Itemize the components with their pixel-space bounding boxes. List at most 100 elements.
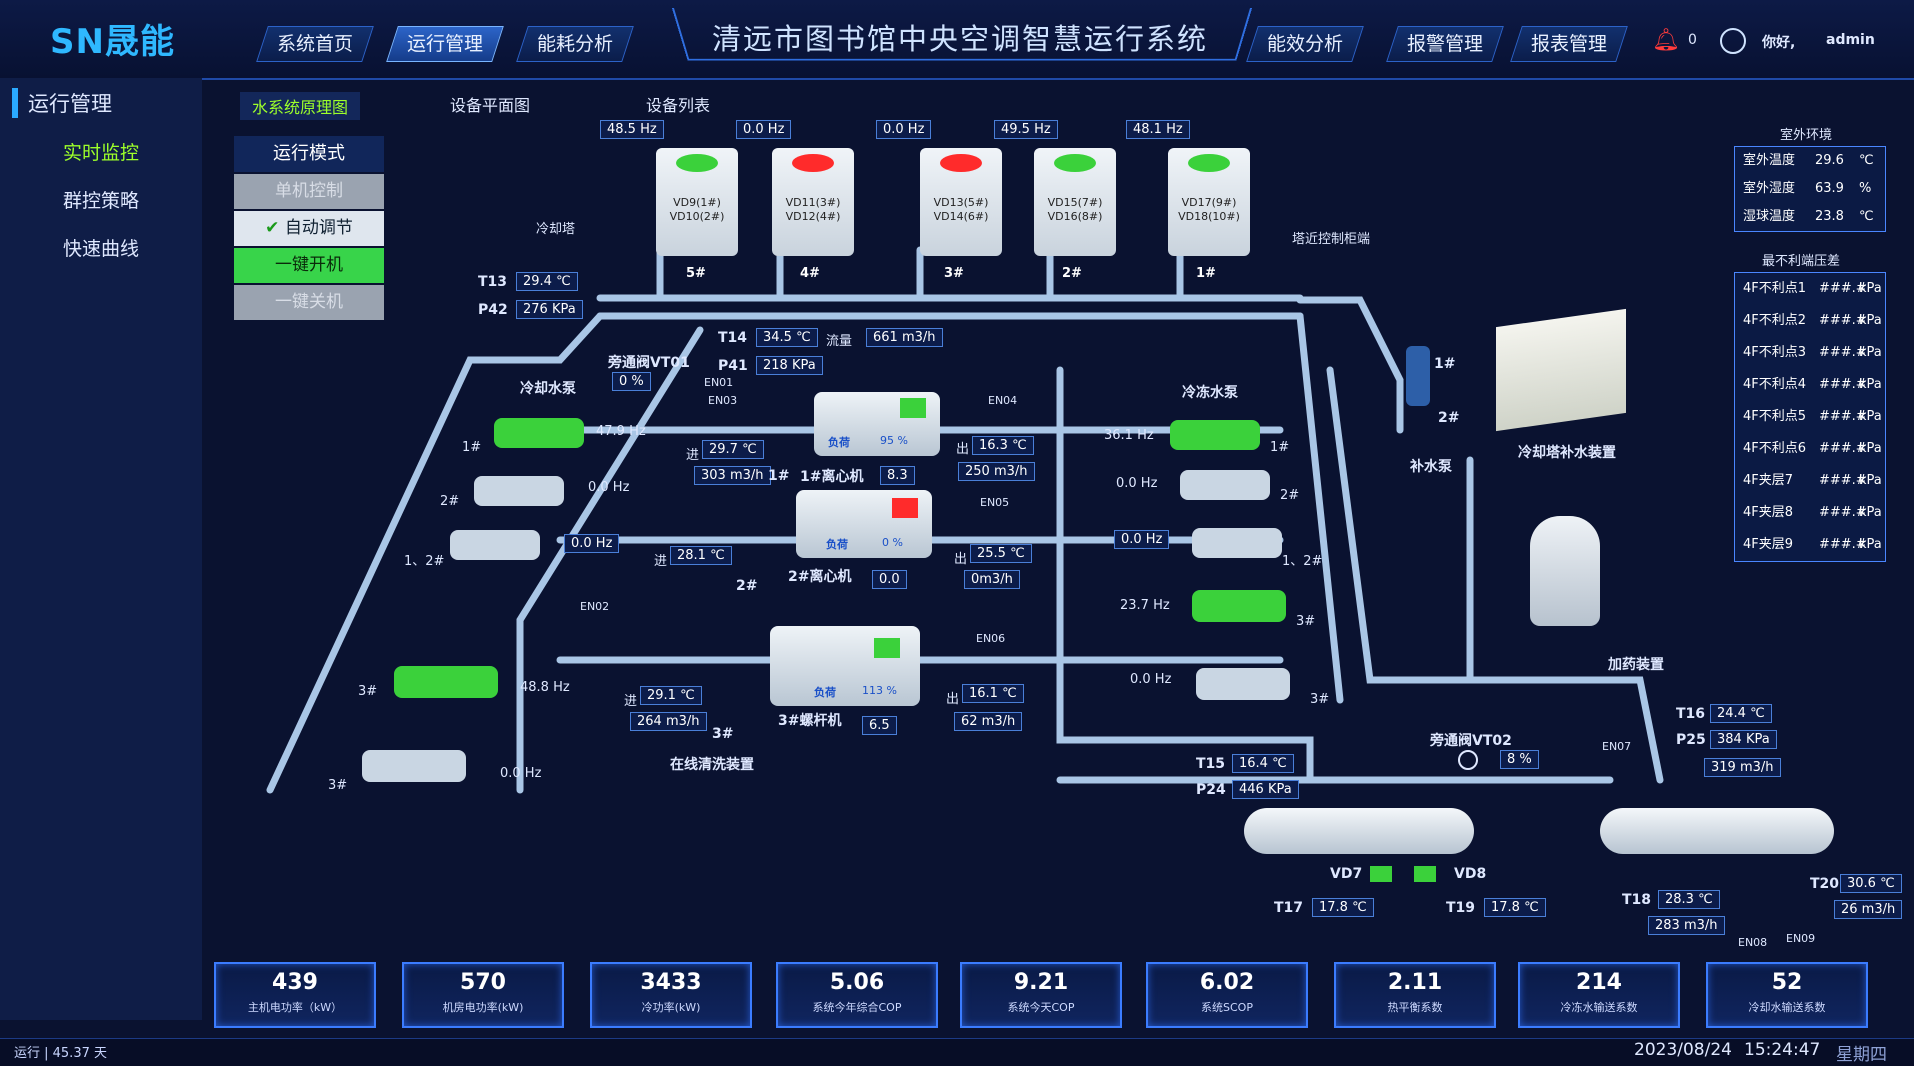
cooling-tower-3[interactable]: VD13(5#)VD14(6#) — [920, 148, 1002, 256]
logo: SN晟能 — [50, 22, 175, 62]
user-icon[interactable] — [1720, 28, 1746, 54]
valve-icon[interactable] — [1458, 750, 1478, 770]
cooling-pump-3b[interactable] — [362, 750, 466, 782]
page-title: 清远市图书馆中央空调智慧运行系统 — [711, 22, 1208, 56]
run-status: 运行 | 45.37 天 — [14, 1046, 107, 1061]
chiller-1-name: 1#离心机 — [800, 469, 864, 485]
dp-row-8: 4F夹层8###.#kPa — [1743, 505, 1882, 520]
t13-value: 29.4 ℃ — [516, 272, 578, 291]
cooling-tower-4[interactable]: VD11(3#)VD12(4#) — [772, 148, 854, 256]
t14-value: 34.5 ℃ — [756, 328, 818, 347]
cooling-pump-12[interactable] — [450, 530, 540, 560]
valve-vd7-icon[interactable] — [1370, 866, 1392, 882]
one-key-stop-button[interactable]: 一键关机 — [234, 285, 384, 320]
tab-floor-plan[interactable]: 设备平面图 — [450, 96, 531, 115]
chiller-1-out-flow: 250 m3/h — [958, 462, 1035, 481]
chilled-pump-3b[interactable] — [1196, 668, 1290, 700]
cooling-tower-5[interactable]: VD9(1#)VD10(2#) — [656, 148, 738, 256]
chilled-pump-3a[interactable] — [1192, 590, 1286, 622]
dp-title: 最不利端压差 — [1762, 254, 1841, 269]
makeup-pump-label: 补水泵 — [1410, 459, 1452, 475]
valve-vd8-icon[interactable] — [1414, 866, 1436, 882]
chiller-3[interactable]: 负荷 113 % — [770, 626, 920, 706]
en07-label: EN07 — [1602, 740, 1632, 753]
sidebar-item-curve[interactable]: 快速曲线 — [62, 238, 139, 260]
chiller-2-out-temp: 25.5 ℃ — [970, 544, 1032, 563]
makeup-pump[interactable] — [1406, 346, 1430, 406]
chilled-pump-12[interactable] — [1192, 528, 1282, 558]
chilled-pump-1[interactable] — [1170, 420, 1260, 450]
one-key-start-button[interactable]: 一键开机 — [234, 248, 384, 283]
chiller-2-in-temp: 28.1 ℃ — [670, 546, 732, 565]
en03-label: EN03 — [708, 394, 738, 407]
fan-icon — [940, 154, 982, 172]
chiller-2[interactable]: 负荷 0 % — [796, 490, 932, 558]
en05-label: EN05 — [980, 496, 1010, 509]
chilled-pump-2[interactable] — [1180, 470, 1270, 500]
p25-label: P25 — [1676, 732, 1706, 748]
username[interactable]: admin — [1826, 32, 1875, 48]
cooling-pump-1-hz: 47.9 Hz — [596, 424, 646, 439]
chiller-2-out-label: 出 — [954, 552, 968, 567]
tab-water-system[interactable]: 水系统原理图 — [240, 92, 361, 120]
cooling-pump-2-name: 2# — [440, 494, 460, 509]
chiller-1-in-flow: 303 m3/h — [694, 466, 771, 485]
en01-label: EN01 — [704, 376, 734, 389]
chiller-3-in-label: 进 — [624, 694, 638, 709]
makeup-pump-1-name: 1# — [1434, 356, 1456, 372]
p42-value: 276 KPa — [516, 300, 583, 319]
alarm-count: 0 — [1688, 32, 1697, 48]
sidebar-item-realtime[interactable]: 实时监控 — [62, 142, 139, 164]
t15-value: 16.4 ℃ — [1232, 754, 1294, 773]
time: 15:24:47 — [1744, 1040, 1821, 1060]
cooling-pump-3b-hz: 0.0 Hz — [500, 766, 542, 781]
dp-row-4: 4F不利点4###.#kPa — [1743, 377, 1882, 392]
auto-adjust-button[interactable]: ✔ 自动调节 — [234, 211, 384, 246]
cooling-tower-2[interactable]: VD15(7#)VD16(8#) — [1034, 148, 1116, 256]
t19-label: T19 — [1446, 900, 1476, 916]
t18-label: T18 — [1622, 892, 1652, 908]
t20-flow: 26 m3/h — [1834, 900, 1903, 919]
cooling-pump-1[interactable] — [494, 418, 584, 448]
bell-icon[interactable]: 🔔︎ — [1652, 28, 1680, 53]
chiller-1-in-temp: 29.7 ℃ — [702, 440, 764, 459]
bypass2-value: 8 % — [1500, 750, 1539, 769]
en06-label: EN06 — [976, 632, 1006, 645]
cooling-pump-2[interactable] — [474, 476, 564, 506]
control-cabinet-label: 塔近控制柜端 — [1292, 232, 1371, 247]
tower4-hz: 0.0 Hz — [736, 120, 792, 139]
fan-icon — [676, 154, 718, 172]
t17-value: 17.8 ℃ — [1312, 898, 1374, 917]
chilled-pump-3a-name: 3# — [1296, 614, 1316, 629]
chilled-out-flow: 319 m3/h — [1704, 758, 1781, 777]
chiller-3-in-flow: 264 m3/h — [630, 712, 707, 731]
dosing-tank[interactable] — [1530, 516, 1600, 626]
tower1-hz: 48.1 Hz — [1126, 120, 1190, 139]
chiller-1-tag: 1# — [768, 468, 790, 484]
flow-label: 流量 — [826, 334, 853, 349]
chiller-1-out-temp: 16.3 ℃ — [972, 436, 1034, 455]
chilled-pump-12-hz: 0.0 Hz — [1114, 530, 1170, 549]
fan-icon — [892, 498, 918, 518]
single-control-button[interactable]: 单机控制 — [234, 174, 384, 209]
tower5-name: 5# — [686, 266, 706, 281]
chiller-1[interactable]: 负荷 95 % — [814, 392, 940, 456]
dp-panel: 4F不利点1###.#kPa 4F不利点2###.#kPa 4F不利点3###.… — [1734, 272, 1886, 562]
sidebar-item-strategy[interactable]: 群控策略 — [62, 190, 139, 212]
makeup-tank[interactable] — [1496, 308, 1626, 432]
cooling-pump-3b-name: 3# — [328, 778, 348, 793]
run-mode-title: 运行模式 — [234, 136, 384, 172]
cooling-pump-3a[interactable] — [394, 666, 498, 698]
tower3-name: 3# — [944, 266, 964, 281]
tab-device-list[interactable]: 设备列表 — [646, 96, 711, 115]
chiller-3-tag: 3# — [712, 726, 734, 742]
chiller-1-value: 8.3 — [880, 466, 915, 485]
en02-label: EN02 — [580, 600, 610, 613]
cooling-tower-1[interactable]: VD17(9#)VD18(10#) — [1168, 148, 1250, 256]
sidebar — [0, 78, 202, 1020]
fan-icon — [874, 638, 900, 658]
